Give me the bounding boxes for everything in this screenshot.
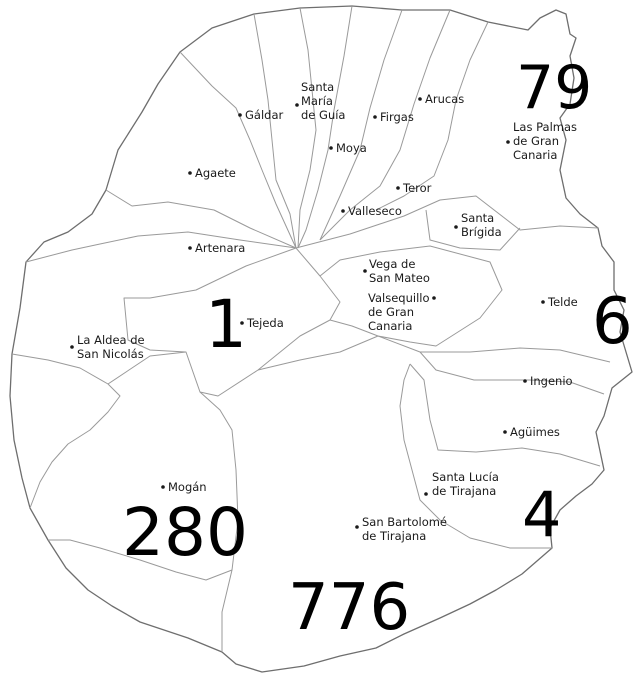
town-dots (70, 97, 545, 529)
town-label-aguimes: Agüimes (510, 425, 560, 439)
value-san-bartolome: 776 (288, 571, 411, 645)
municipal-borders (11, 5, 611, 652)
town-label-teror: Teror (403, 181, 432, 195)
town-label-valleseco: Valleseco (348, 204, 402, 218)
town-label-firgas: Firgas (380, 110, 414, 124)
value-las-palmas: 79 (516, 53, 593, 123)
town-label-moya: Moya (336, 141, 367, 155)
value-telde: 6 (592, 285, 633, 359)
town-label-artenara: Artenara (195, 241, 246, 255)
value-tejeda: 1 (205, 286, 247, 363)
island-outline (9, 5, 633, 673)
town-label-agaete: Agaete (195, 166, 236, 180)
town-label-ingenio: Ingenio (530, 374, 573, 388)
town-label-tejeda: Tejeda (247, 316, 284, 330)
town-label-galdar: Gáldar (245, 108, 284, 122)
town-label-arucas: Arucas (425, 92, 465, 106)
town-label-mogan: Mogán (168, 480, 207, 494)
value-santa-lucia: 4 (522, 478, 562, 551)
town-label-telde: Telde (548, 295, 578, 309)
value-mogan: 280 (122, 494, 248, 571)
